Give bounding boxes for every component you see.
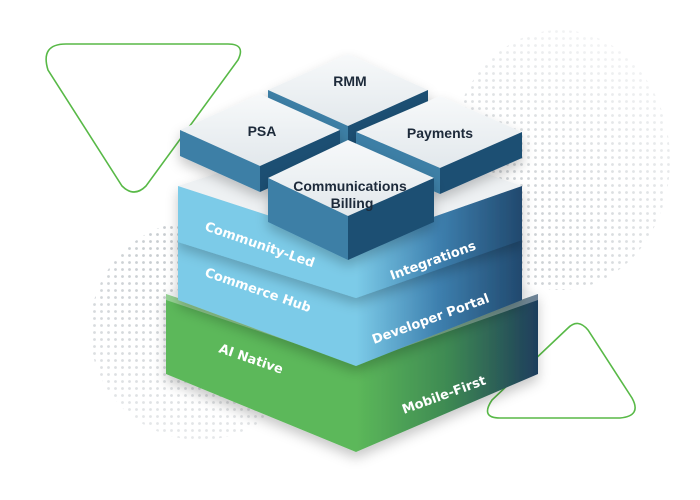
tile-label-rmm: RMM xyxy=(333,73,366,89)
triangle-outline-bottom-right xyxy=(486,322,636,419)
triangle-outline-top-left xyxy=(45,43,242,193)
tile-label-communications: Communications xyxy=(293,178,407,194)
tile-label-payments: Payments xyxy=(407,125,473,141)
tile-communications-billing xyxy=(268,140,434,260)
tile-label-psa: PSA xyxy=(248,123,277,139)
tile-label-billing: Billing xyxy=(331,195,374,211)
